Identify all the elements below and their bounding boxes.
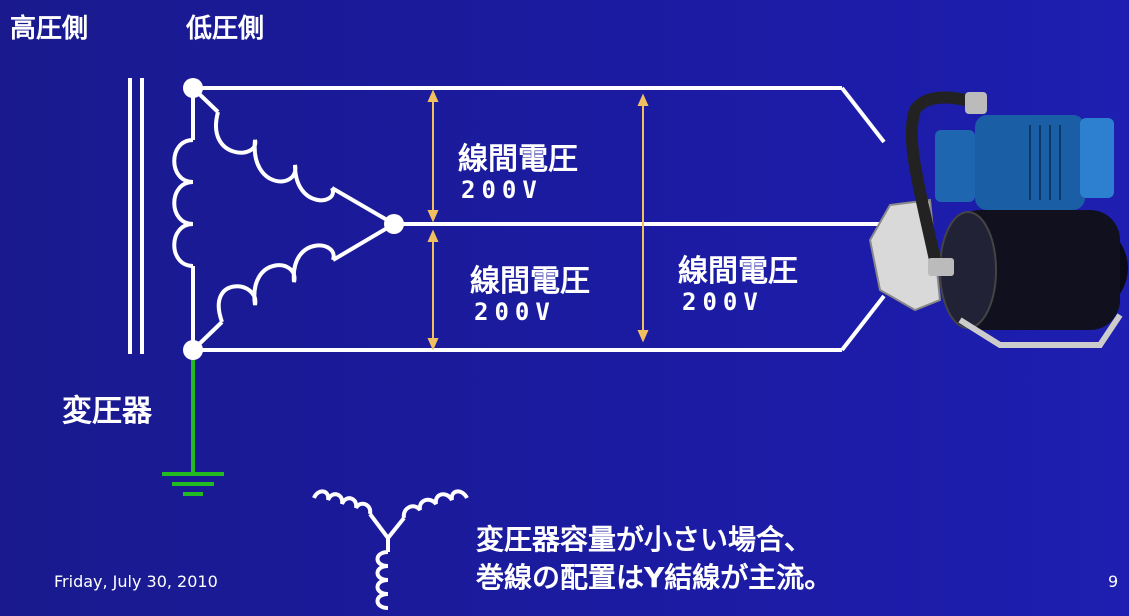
note-line-1: 変圧器容量が小さい場合、 [476, 523, 813, 556]
voltage-arrows [427, 89, 649, 351]
voltage-value-lower: 200V [474, 298, 556, 326]
upper-diagonal-coil-icon [191, 86, 396, 226]
y-winding-coil-icon [312, 489, 469, 610]
node-top [183, 78, 203, 98]
left-coil-icon [172, 88, 195, 350]
line-top-bend [840, 86, 886, 144]
pump-motor-icon [868, 91, 1128, 348]
voltage-title-outer: 線間電圧 [678, 254, 798, 289]
lower-diagonal-coil-icon [191, 222, 396, 352]
footer-page-number: 9 [1108, 572, 1119, 591]
high-side-label: 高圧側 [10, 14, 89, 44]
node-middle [384, 214, 404, 234]
voltage-title-upper: 線間電圧 [458, 142, 578, 177]
note-line-2: 巻線の配置はY結線が主流。 [476, 561, 833, 594]
node-bottom [183, 340, 203, 360]
voltage-value-outer: 200V [682, 288, 764, 316]
ground-symbol-icon [162, 360, 224, 496]
line-bottom-bend [840, 294, 886, 352]
transformer-label: 変圧器 [62, 394, 152, 429]
footer-date: Friday, July 30, 2010 [54, 572, 218, 591]
voltage-value-upper: 200V [461, 176, 543, 204]
voltage-title-lower: 線間電圧 [470, 264, 590, 299]
low-side-label: 低圧側 [186, 14, 265, 44]
